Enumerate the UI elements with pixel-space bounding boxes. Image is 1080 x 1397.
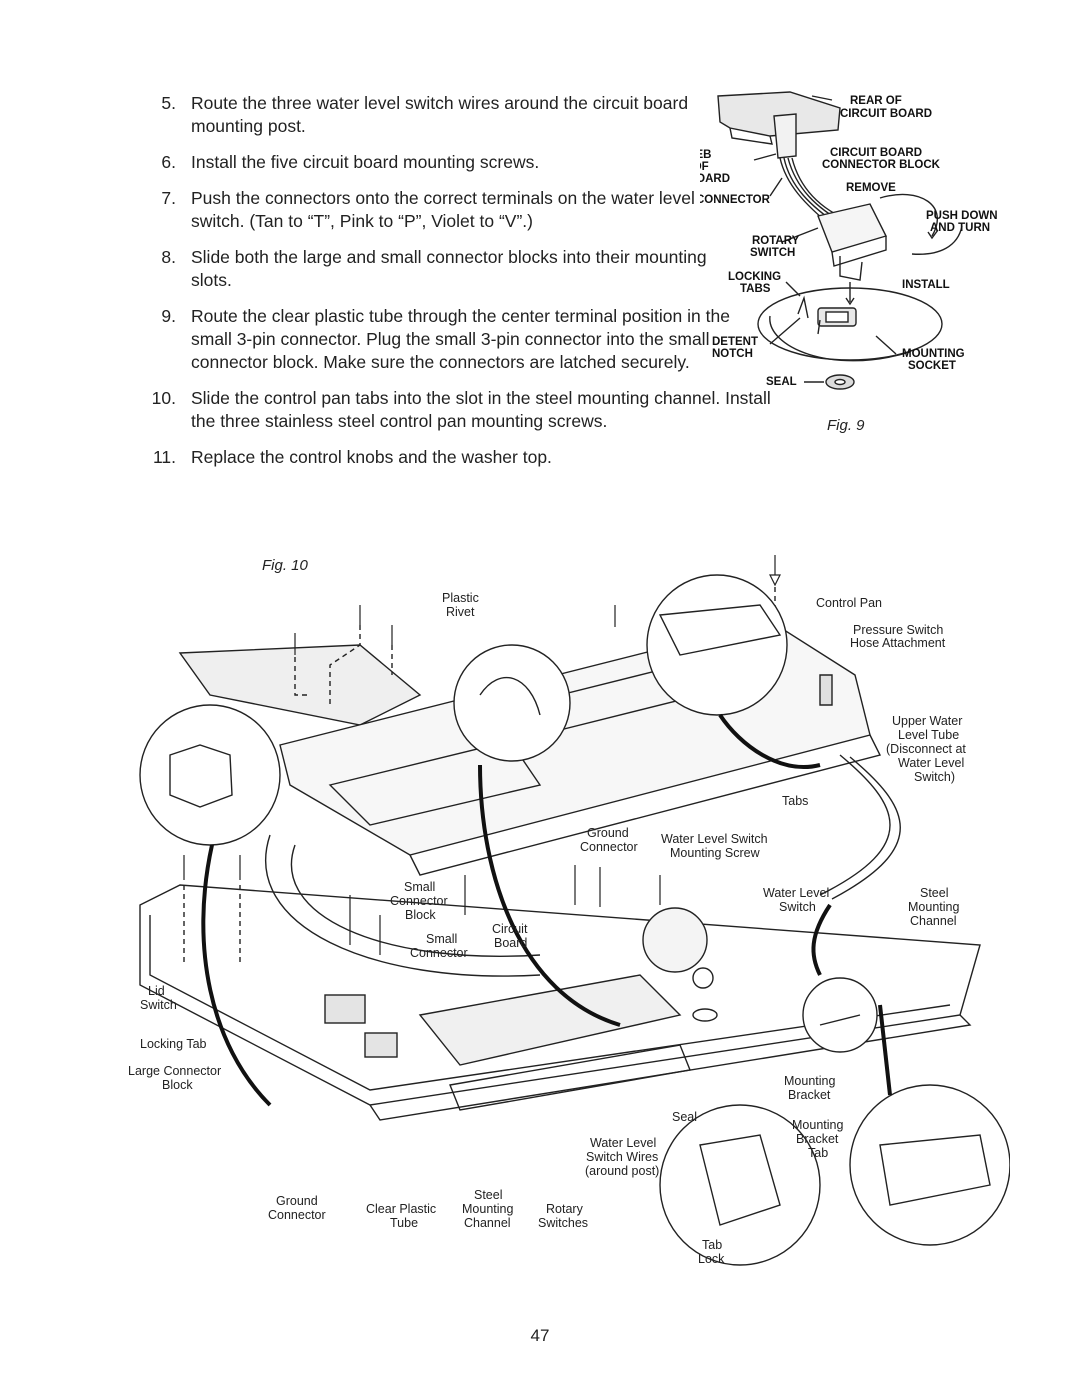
fig9-label-cb-1: CIRCUIT BOARD <box>830 147 922 159</box>
fig10-label-mbt-2: Bracket <box>796 1132 839 1146</box>
fig10-label-circuit: Circuit <box>492 922 528 936</box>
fig10-label-mounting-bracket-1: Mounting <box>784 1074 835 1088</box>
fig10-label-smc-mounting: Mounting <box>462 1202 513 1216</box>
step-6: 6.Install the five circuit board mountin… <box>161 152 540 172</box>
page-number: 47 <box>530 1326 550 1345</box>
fig10-label-smc-channel: Channel <box>464 1216 511 1230</box>
fig10-label-wlsw-1: Water Level <box>590 1136 656 1150</box>
fig10-label-tab: Tab <box>702 1238 722 1252</box>
step-8: 8.Slide both the large and small connect… <box>161 247 707 290</box>
fig10-label-level-tube: Level Tube <box>898 728 959 742</box>
fig10-label-small: Small <box>426 932 457 946</box>
fig10-label-wlsw-2: Switch Wires <box>586 1150 658 1164</box>
fig10-label-large-block: Block <box>162 1078 193 1092</box>
fig9-label-and-turn: AND TURN <box>930 222 990 234</box>
fig10-label-rivet: Rivet <box>446 605 475 619</box>
fig10-label-plastic: Plastic <box>442 591 479 605</box>
fig10-label-control-pan: Control Pan <box>816 596 882 610</box>
fig9-label-socket: SOCKET <box>908 360 956 372</box>
fig10-label-small-cb-connector: Connector <box>390 894 448 908</box>
fig10-label-locking-tab: Locking Tab <box>140 1037 207 1051</box>
fig10-label-steel-mounting: Mounting <box>908 900 959 914</box>
fig9-label-connector-block: CONNECTOR BLOCK <box>822 159 941 171</box>
fig9-label-detent: DETENT <box>712 336 758 348</box>
fig10-label-ground-2-connector: Connector <box>268 1208 326 1222</box>
step-7: 7.Push the connectors onto the correct t… <box>161 188 695 231</box>
fig9-label-tabs: TABS <box>740 283 771 295</box>
fig10-label-hose-attachment: Hose Attachment <box>850 636 946 650</box>
step-11: 11.Replace the control knobs and the was… <box>152 447 552 467</box>
fig10-label-wlsw-3: (around post) <box>585 1164 659 1178</box>
fig10-label-water-level-switch: Water Level Switch <box>661 832 768 846</box>
fig9-label-rotary: ROTARY <box>752 235 800 247</box>
fig9-label-install: INSTALL <box>902 279 950 291</box>
step-5: 5.Route the three water level switch wir… <box>161 93 689 136</box>
fig10-label-small-connector: Connector <box>410 946 468 960</box>
fig9-label-remove: REMOVE <box>846 182 896 194</box>
fig10-label-disconnect-at: (Disconnect at <box>886 742 966 756</box>
fig9-label-rear-of: REAR OF <box>850 95 902 107</box>
fig10-label-mounting-screw: Mounting Screw <box>670 846 761 860</box>
fig10-label-steel-channel: Channel <box>910 914 957 928</box>
fig9-label-seal: SEAL <box>766 376 797 388</box>
instruction-steps: 5.Route the three water level switch wir… <box>140 92 771 482</box>
fig10-label-ground-connector: Connector <box>580 840 638 854</box>
fig9-caption: Fig. 9 <box>827 417 865 434</box>
fig10-label-rotary: Rotary <box>546 1202 584 1216</box>
fig9-rotary-switch-diagram: REAR OF CIRCUIT BOARD ORIENT WEB TO REAR… <box>700 91 998 390</box>
fig10-label-seal: Seal <box>672 1110 697 1124</box>
fig10-label-water-level: Water Level <box>898 756 964 770</box>
fig9-label-mounting: MOUNTING <box>902 348 965 360</box>
fig10-label-wl-switch-2: Switch <box>779 900 816 914</box>
fig10-label-steel: Steel <box>920 886 949 900</box>
fig10-control-pan-diagram: Plastic Rivet Control Pan Pressure Switc… <box>128 555 1010 1266</box>
fig10-caption: Fig. 10 <box>262 557 308 574</box>
fig10-label-wl-switch: Water Level <box>763 886 829 900</box>
fig10-label-board: Board <box>494 936 527 950</box>
fig10-label-clear-tube: Tube <box>390 1216 418 1230</box>
fig10-label-smc-steel: Steel <box>474 1188 503 1202</box>
fig10-label-large-connector: Large Connector <box>128 1064 221 1078</box>
fig9-label-locking: LOCKING <box>728 271 781 283</box>
step-9: 9.Route the clear plastic tube through t… <box>161 306 730 372</box>
fig10-label-clear-plastic: Clear Plastic <box>366 1202 436 1216</box>
fig9-label-connector: CONNECTOR <box>700 194 771 206</box>
fig10-label-upper-water: Upper Water <box>892 714 962 728</box>
fig10-label-mbt-1: Mounting <box>792 1118 843 1132</box>
fig10-label-lid-switch: Switch <box>140 998 177 1012</box>
fig10-label-ground-2: Ground <box>276 1194 318 1208</box>
fig9-label-switch: SWITCH <box>750 247 795 259</box>
fig10-label-ground: Ground <box>587 826 629 840</box>
fig9-label-orient-web: ORIENT WEB <box>700 149 711 161</box>
fig9-label-notch: NOTCH <box>712 348 753 360</box>
fig10-label-rotary-switches: Switches <box>538 1216 588 1230</box>
step-10: 10.Slide the control pan tabs into the s… <box>151 388 771 431</box>
fig10-label-lock: Lock <box>698 1252 725 1266</box>
fig10-label-switch-paren: Switch) <box>914 770 955 784</box>
fig10-label-mounting-bracket-2: Bracket <box>788 1088 831 1102</box>
fig9-label-push-down: PUSH DOWN <box>926 210 998 222</box>
fig10-label-small-cb: Small <box>404 880 435 894</box>
fig10-label-lid: Lid <box>148 984 165 998</box>
fig10-label-pressure-switch: Pressure Switch <box>853 623 943 637</box>
fig10-label-mbt-3: Tab <box>808 1146 828 1160</box>
fig9-label-to-rear-of: TO REAR OF <box>700 161 709 173</box>
fig10-label-small-cb-block: Block <box>405 908 436 922</box>
fig10-label-tabs: Tabs <box>782 794 808 808</box>
fig9-label-circuit-board: CIRCUIT BOARD <box>840 108 932 120</box>
fig9-label-orient-circuit-board: CIRCUIT BOARD <box>700 173 730 185</box>
